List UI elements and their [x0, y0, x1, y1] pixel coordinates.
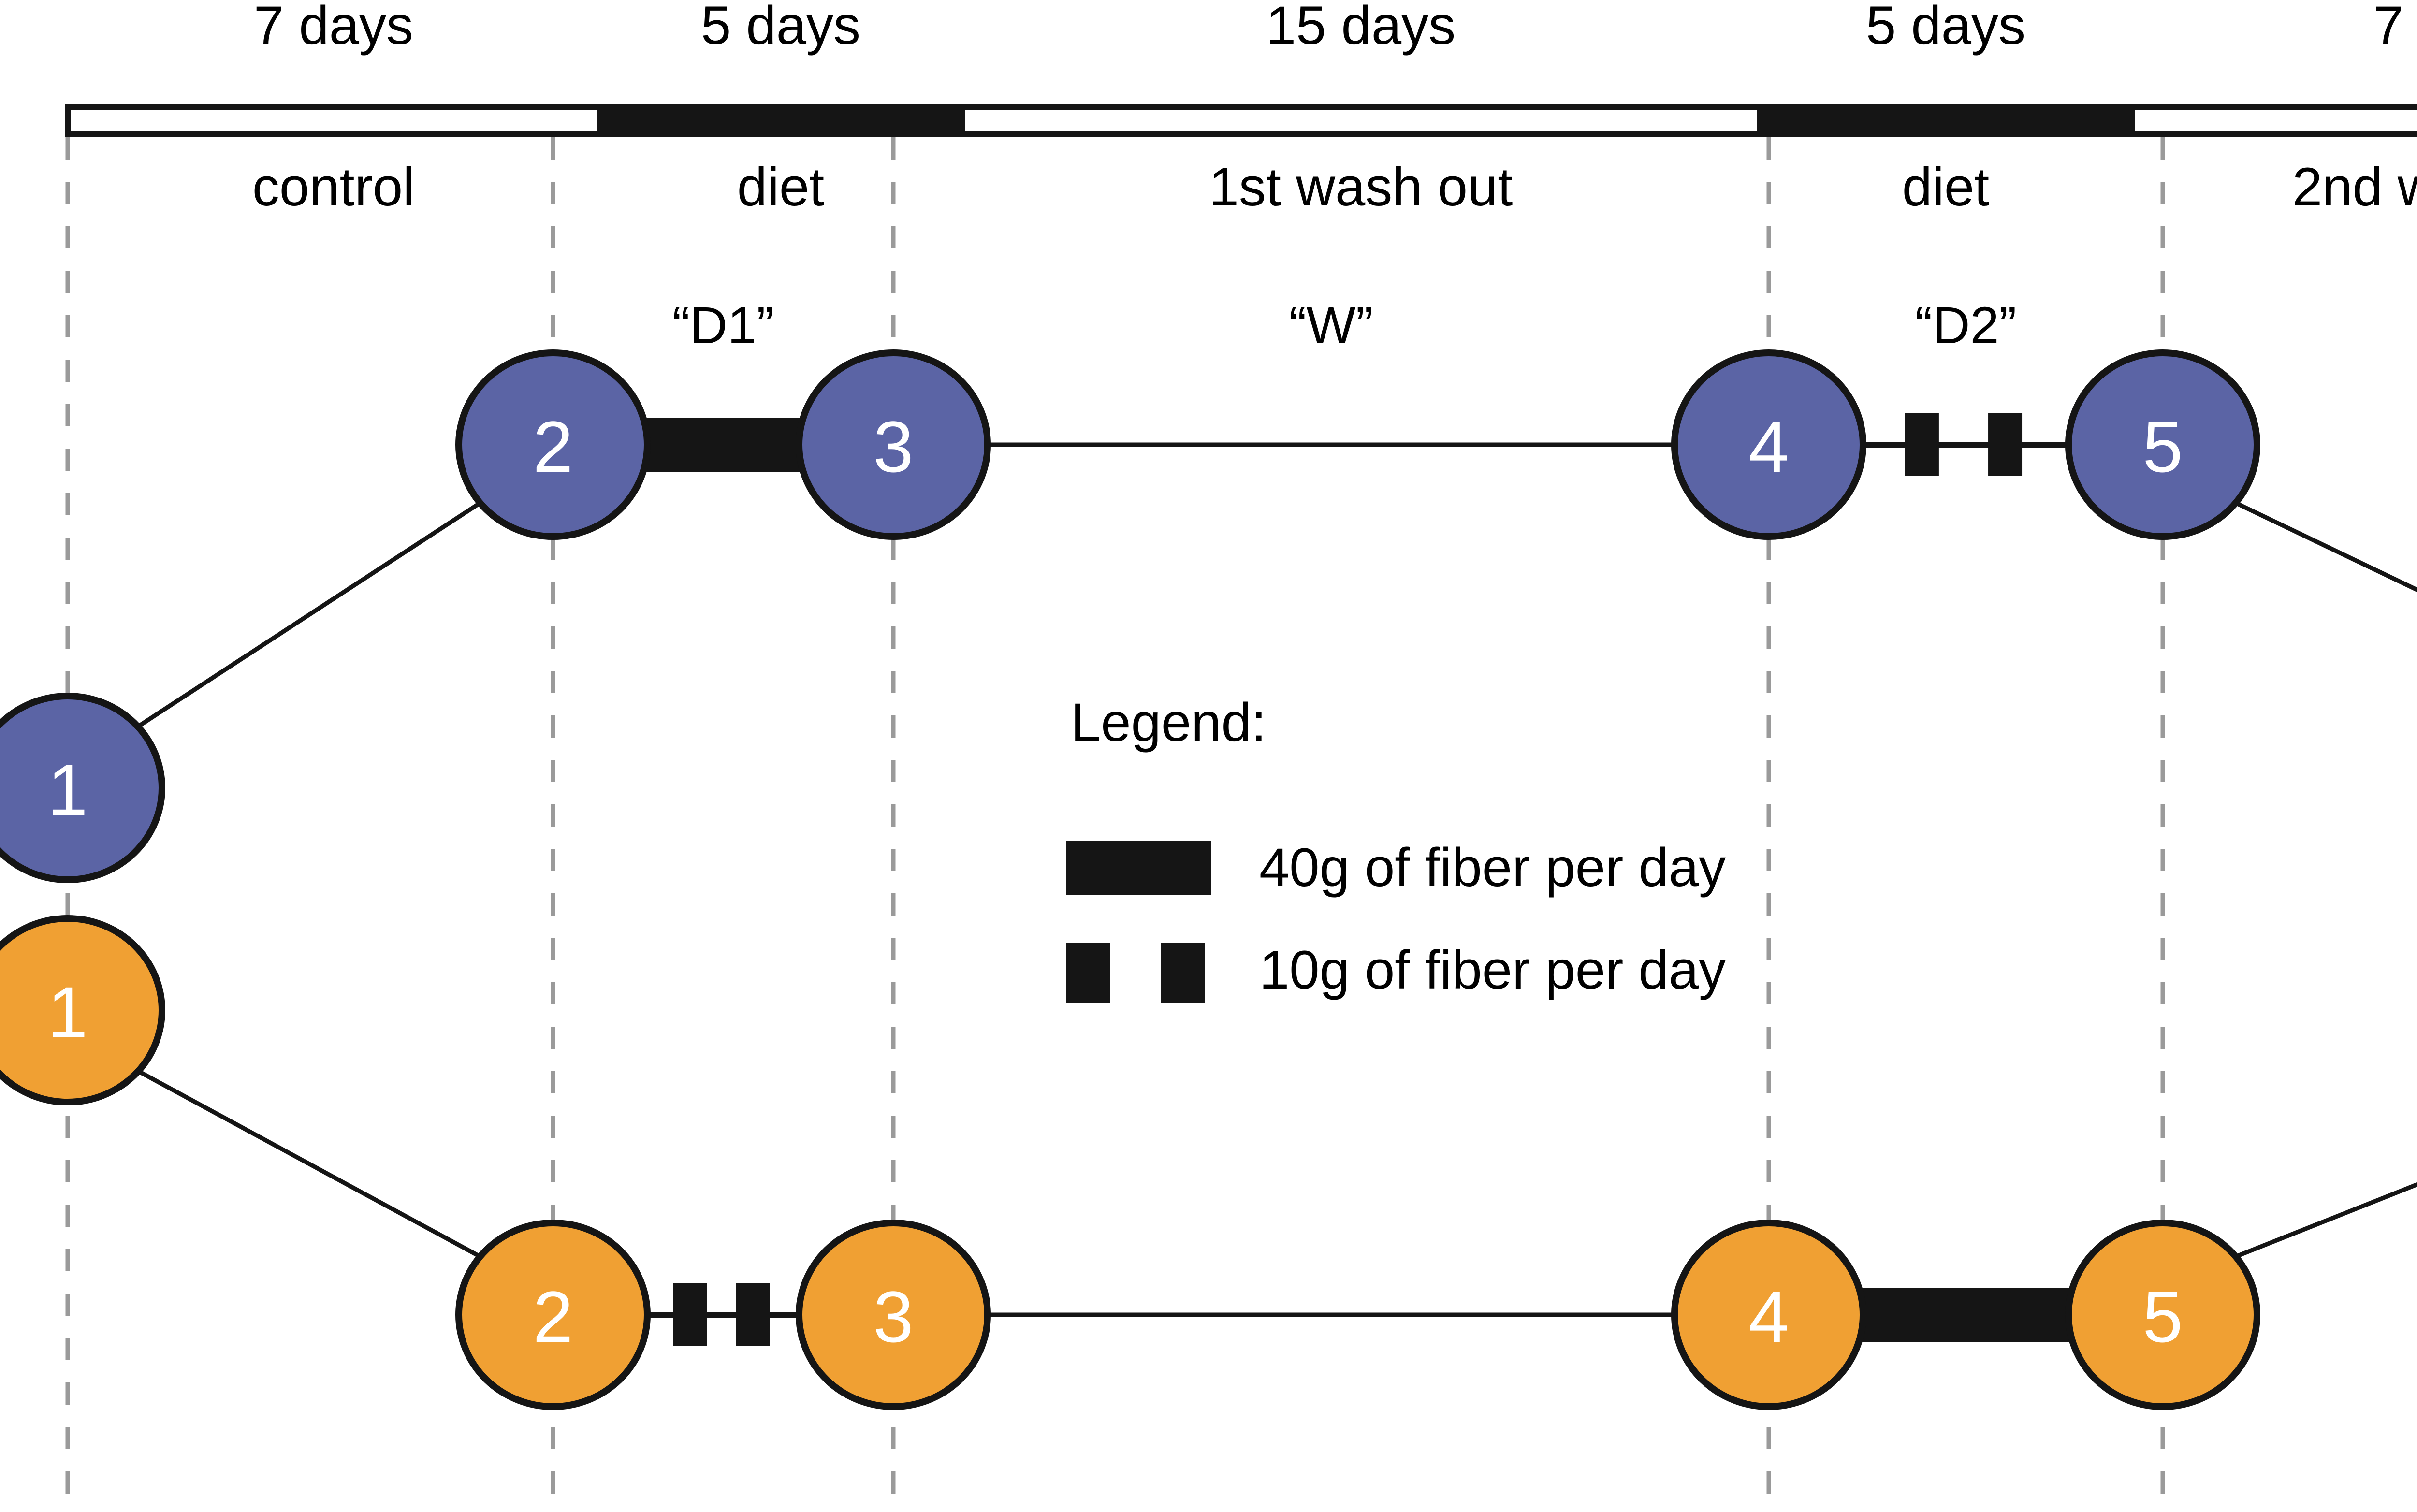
legend-swatch-40g — [1066, 841, 1211, 895]
arm-orange-node-1 — [0, 915, 165, 1105]
arm-blue-node-2-label: 2 — [533, 406, 573, 487]
arm-orange-edge-2-block-2 — [736, 1283, 770, 1346]
timeline-segment-4 — [1757, 104, 2135, 137]
timeline-segment-5 — [2129, 104, 2417, 137]
legend-swatch-10g-block-2 — [1161, 943, 1205, 1003]
arm-blue-node-4-label: 4 — [1748, 406, 1789, 487]
phase-label-5: 2nd wash out — [2292, 157, 2417, 217]
arm-blue-node-3-label: 3 — [873, 406, 913, 487]
arm-orange-node-4-label: 4 — [1748, 1276, 1789, 1357]
phase-label-3: 1st wash out — [1208, 157, 1513, 217]
arm-blue-node-2 — [455, 349, 651, 540]
arm-orange-edge-4 — [1856, 1288, 2075, 1342]
timeline-segment-1 — [65, 104, 602, 137]
arm-orange-node-4 — [1671, 1220, 1866, 1410]
arm-blue-node-4 — [1671, 349, 1866, 540]
arm-blue-edge-4-block-1 — [1905, 413, 1939, 476]
arm-orange-edge-5 — [2234, 1182, 2417, 1259]
duration-label-3: 15 days — [1266, 0, 1456, 56]
arm-blue-node-3 — [796, 349, 991, 540]
edge-label-1: “D1” — [672, 296, 774, 354]
duration-label-1: 7 days — [254, 0, 413, 56]
arm-orange-node-3 — [796, 1220, 991, 1410]
phase-label-1: control — [252, 157, 415, 217]
arm-orange-edge-2-block-1 — [673, 1283, 707, 1346]
timeline-segment-2 — [597, 104, 965, 137]
edge-label-2: “W” — [1289, 296, 1373, 354]
legend-label-40g: 40g of fiber per day — [1259, 837, 1726, 898]
duration-label-5: 7 days — [2373, 0, 2417, 56]
arm-orange-node-5-label: 5 — [2142, 1276, 2183, 1357]
arm-blue-edge-1 — [131, 501, 482, 732]
arm-orange-node-2-label: 2 — [533, 1276, 573, 1357]
arm-blue-edge-4-block-2 — [1988, 413, 2023, 476]
arm-orange-node-1-label: 1 — [47, 972, 87, 1053]
arm-orange-node-2 — [455, 1220, 651, 1410]
arm-blue-edge-5 — [2234, 500, 2417, 593]
legend-title: Legend: — [1071, 692, 1267, 753]
arm-blue-node-5-label: 5 — [2142, 406, 2183, 487]
phase-label-2: diet — [737, 157, 825, 217]
legend-label-10g: 10g of fiber per day — [1259, 940, 1726, 1000]
arm-blue-node-1-label: 1 — [47, 749, 87, 830]
arm-orange-edge-1 — [131, 1066, 482, 1259]
duration-label-2: 5 days — [701, 0, 860, 56]
arm-orange-node-5 — [2065, 1220, 2260, 1410]
edge-label-3: “D2” — [1915, 296, 2017, 354]
timeline-segment-3 — [959, 104, 1762, 137]
phase-label-4: diet — [1902, 157, 1990, 217]
duration-label-4: 5 days — [1866, 0, 2025, 56]
arm-orange-node-3-label: 3 — [873, 1276, 913, 1357]
arm-blue-node-5 — [2065, 349, 2260, 540]
legend-swatch-10g-block-1 — [1066, 943, 1110, 1003]
arm-blue-edge-2 — [641, 418, 806, 472]
arm-blue-node-1 — [0, 693, 165, 883]
